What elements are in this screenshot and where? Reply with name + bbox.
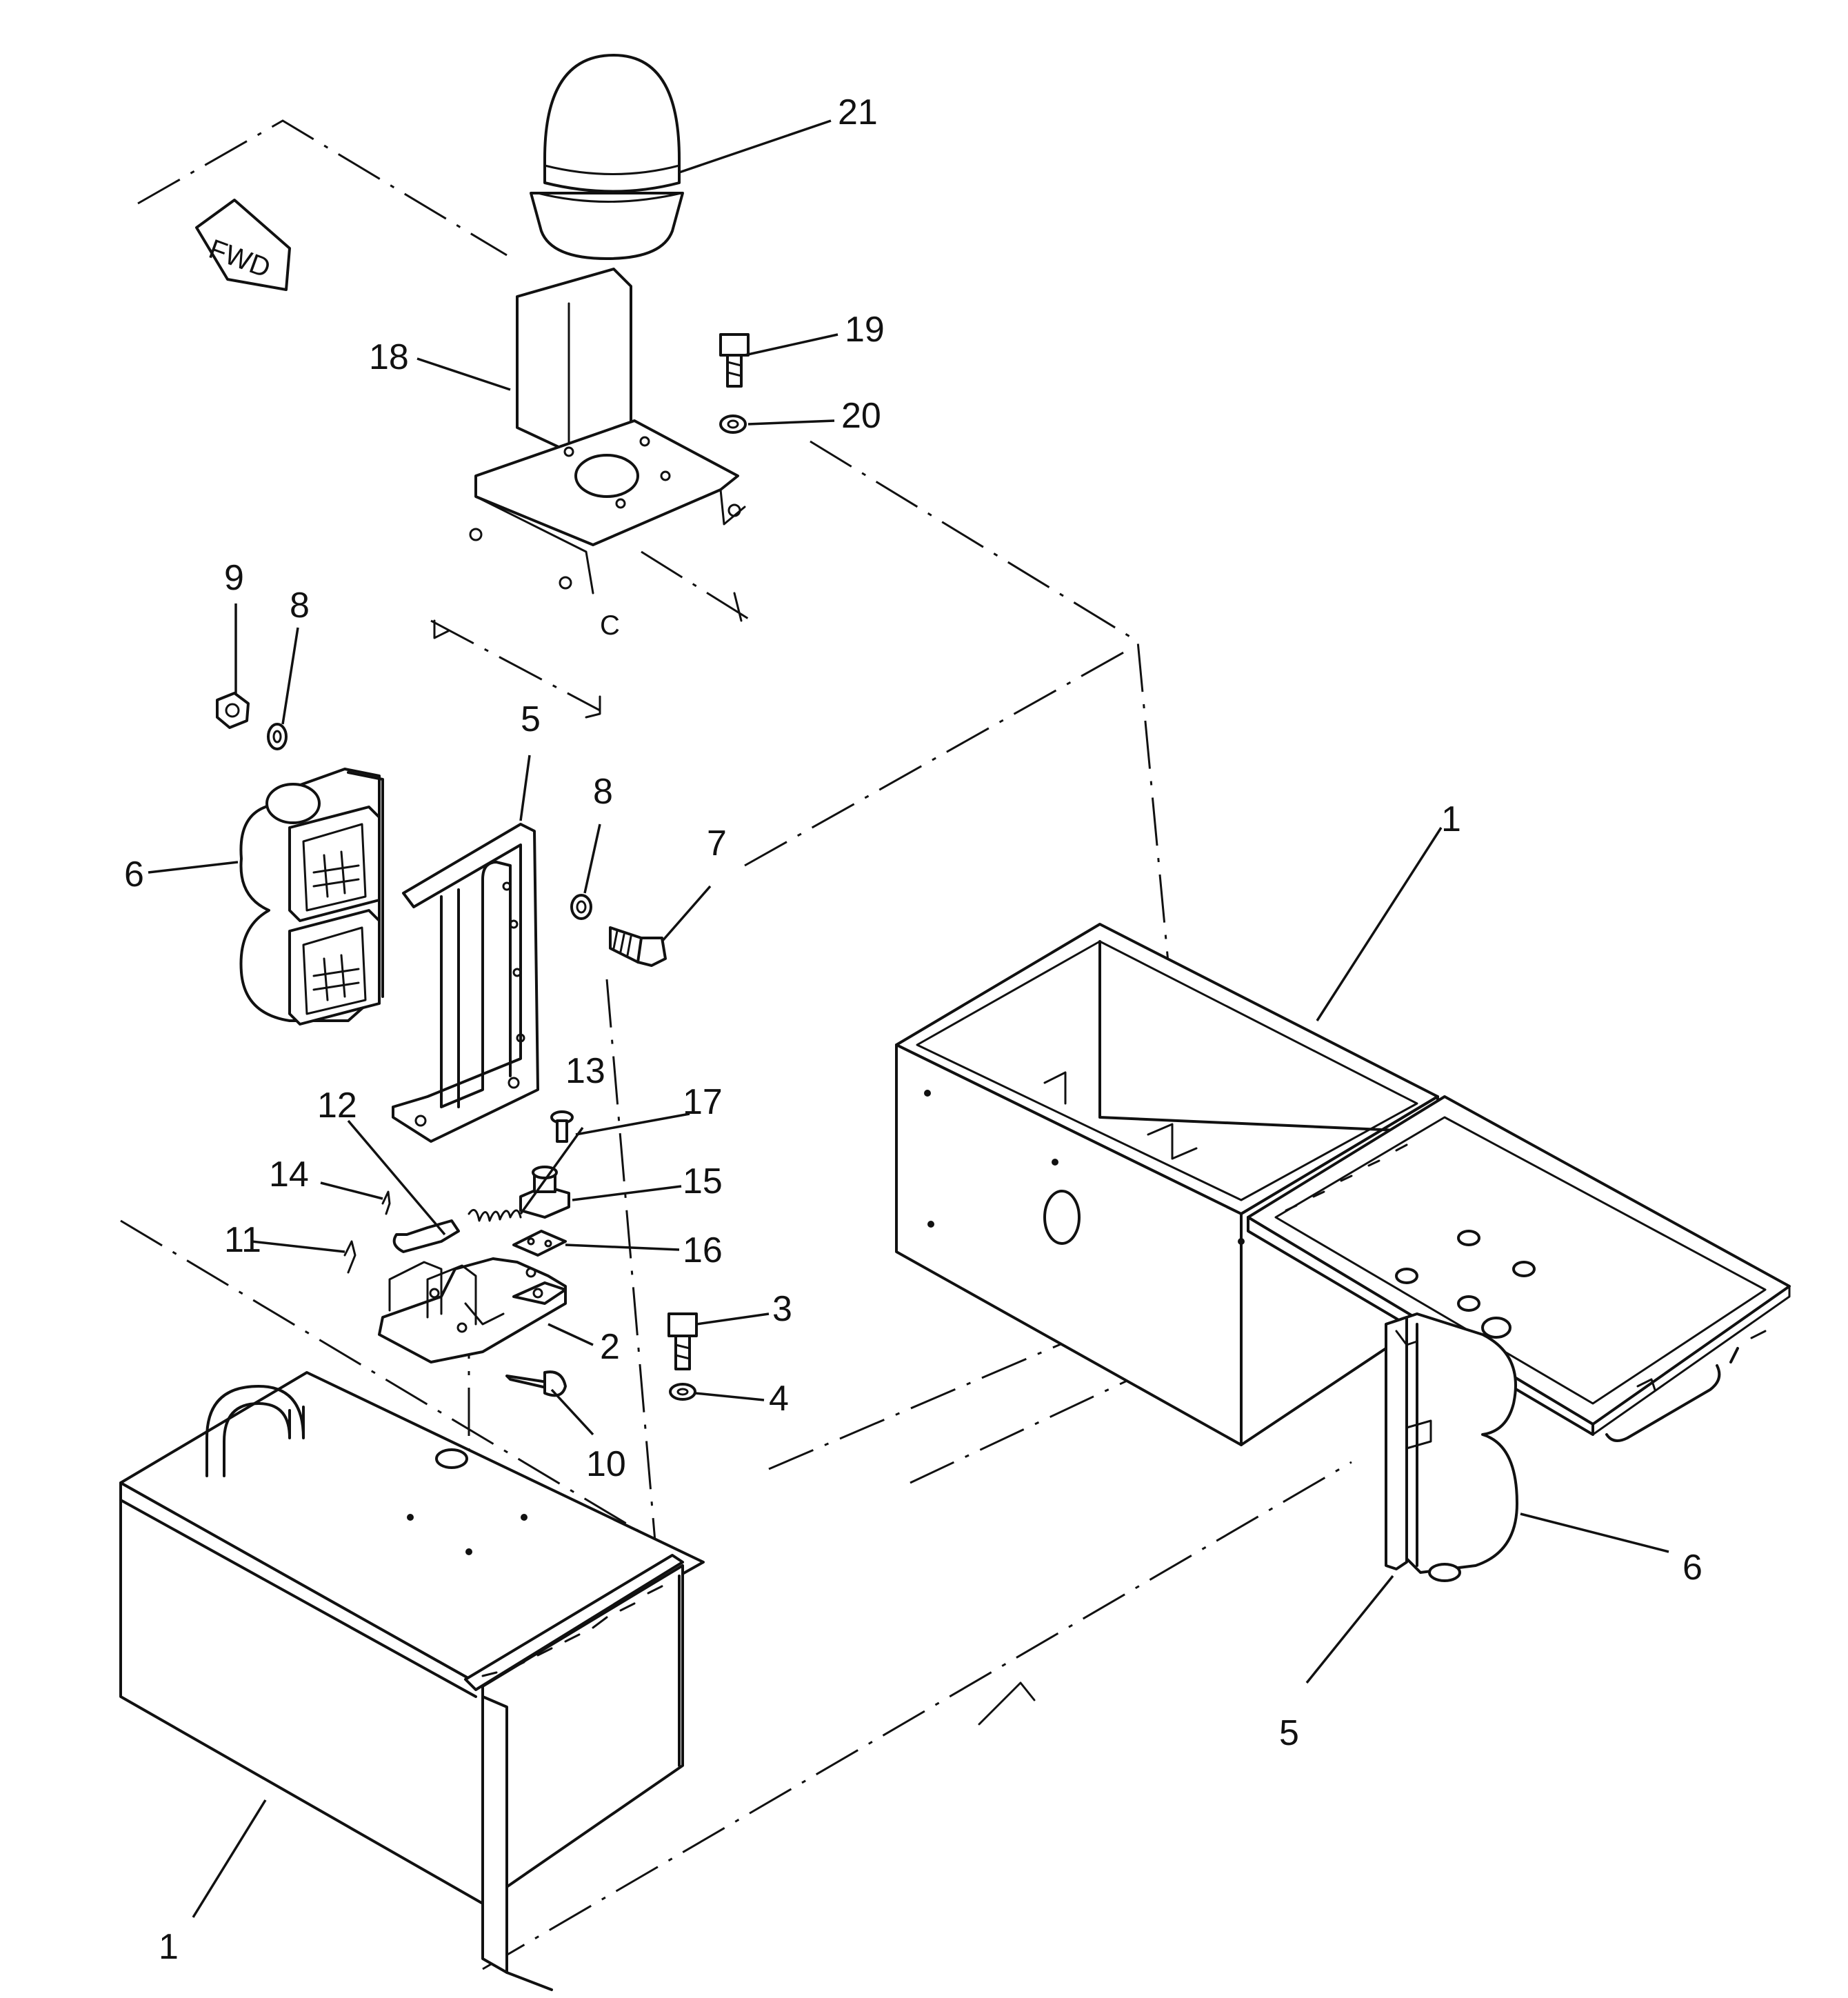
pin-10 [505,1370,567,1397]
frame-lines [505,1575,1036,1991]
callout-1-right: 1 [1441,799,1461,839]
beacon-bracket [469,268,746,595]
screw-17 [550,1110,574,1143]
lamp-bracket-left [392,823,539,1143]
pin-11 [343,1240,356,1274]
callout-6-right: 6 [1683,1548,1703,1588]
leader-lines [148,119,1669,1918]
plate-16 [512,1230,567,1257]
callout-4: 4 [769,1379,789,1419]
bolt-3 [667,1312,698,1370]
washer-8-upper [267,723,288,750]
hinge-2 [378,1257,567,1363]
callout-2: 2 [600,1327,620,1367]
callout-labels: 21 18 19 20 9 8 5 6 8 7 12 13 17 14 15 1… [124,92,1703,1967]
callout-15: 15 [683,1161,723,1201]
battery-box-left [119,1371,705,1974]
callout-18: 18 [369,337,409,377]
callout-10: 10 [586,1444,626,1484]
bolt-19 [719,333,750,388]
callout-12: 12 [317,1086,357,1126]
work-lamp-right [1385,1312,1518,1582]
callout-5-right: 5 [1279,1713,1299,1753]
latch-15 [519,1166,570,1219]
callout-20: 20 [841,396,881,436]
callout-1-left: 1 [159,1927,179,1967]
callout-11: 11 [224,1220,261,1260]
beacon-lamp [530,54,684,260]
callout-8-right: 8 [593,772,613,812]
nut-9 [216,692,250,729]
callout-16: 16 [683,1230,723,1270]
washer-8-right [570,894,592,920]
callout-13: 13 [565,1051,605,1091]
callout-19: 19 [845,310,885,350]
bolt-7 [609,926,667,967]
callout-17: 17 [683,1082,723,1122]
svg-text:C: C [600,610,620,641]
fwd-arrow-icon: FWD [195,199,291,291]
work-lamp-left [239,768,384,1026]
callout-14: 14 [269,1155,309,1195]
callout-3: 3 [772,1289,792,1329]
callout-9: 9 [224,558,244,598]
callout-8-upper: 8 [290,586,310,626]
washer-4 [669,1383,696,1401]
callout-5-left: 5 [521,699,541,739]
pin-14 [381,1190,391,1215]
callout-21: 21 [838,92,878,132]
clip-brackets: C [433,592,743,719]
callout-6-left: 6 [124,855,144,895]
pin-12 [392,1219,460,1253]
callout-7: 7 [707,823,727,863]
spring-13 [468,1208,522,1222]
washer-20 [719,414,747,434]
